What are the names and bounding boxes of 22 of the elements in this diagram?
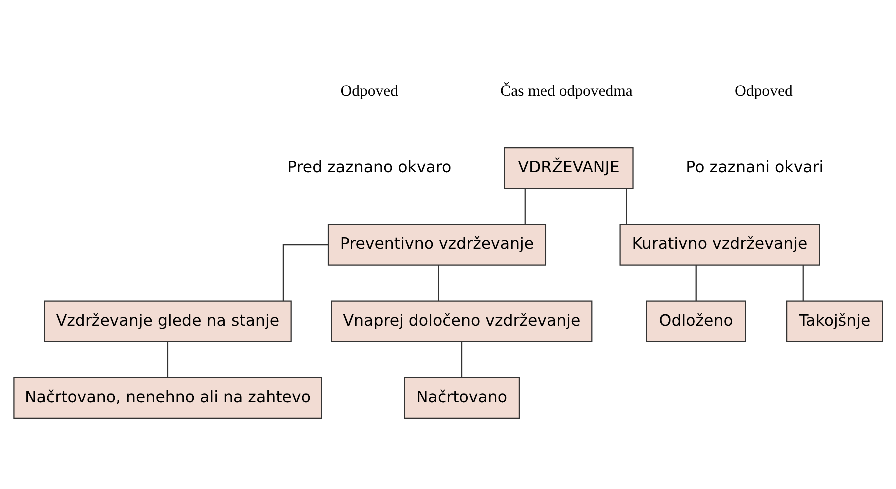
connector [438, 265, 439, 301]
node-box: VDRŽEVANJE [504, 147, 634, 189]
connector [802, 265, 804, 301]
node-box: Takojšnje [786, 300, 883, 342]
connector [626, 188, 627, 224]
connector [460, 342, 462, 378]
connector [695, 265, 696, 301]
node-box: Odloženo [646, 300, 746, 342]
node-box: Načrtovano [404, 376, 520, 419]
connector [166, 342, 168, 378]
node-box: Načrtovano, nenehno ali na zahtevo [13, 376, 322, 419]
connector [282, 244, 328, 301]
label: Po zaznani okvari [686, 157, 824, 176]
label: Čas med odpovedma [500, 82, 632, 100]
connector [524, 188, 526, 224]
node-box: Vzdrževanje glede na stanje [44, 300, 292, 342]
label: Pred zaznano okvaro [287, 157, 452, 176]
label: Odpoved [734, 82, 792, 100]
label: Odpoved [340, 82, 398, 100]
node-box: Preventivno vzdrževanje [327, 224, 546, 266]
node-box: Kurativno vzdrževanje [619, 224, 820, 266]
node-box: Vnaprej določeno vzdrževanje [330, 300, 592, 342]
